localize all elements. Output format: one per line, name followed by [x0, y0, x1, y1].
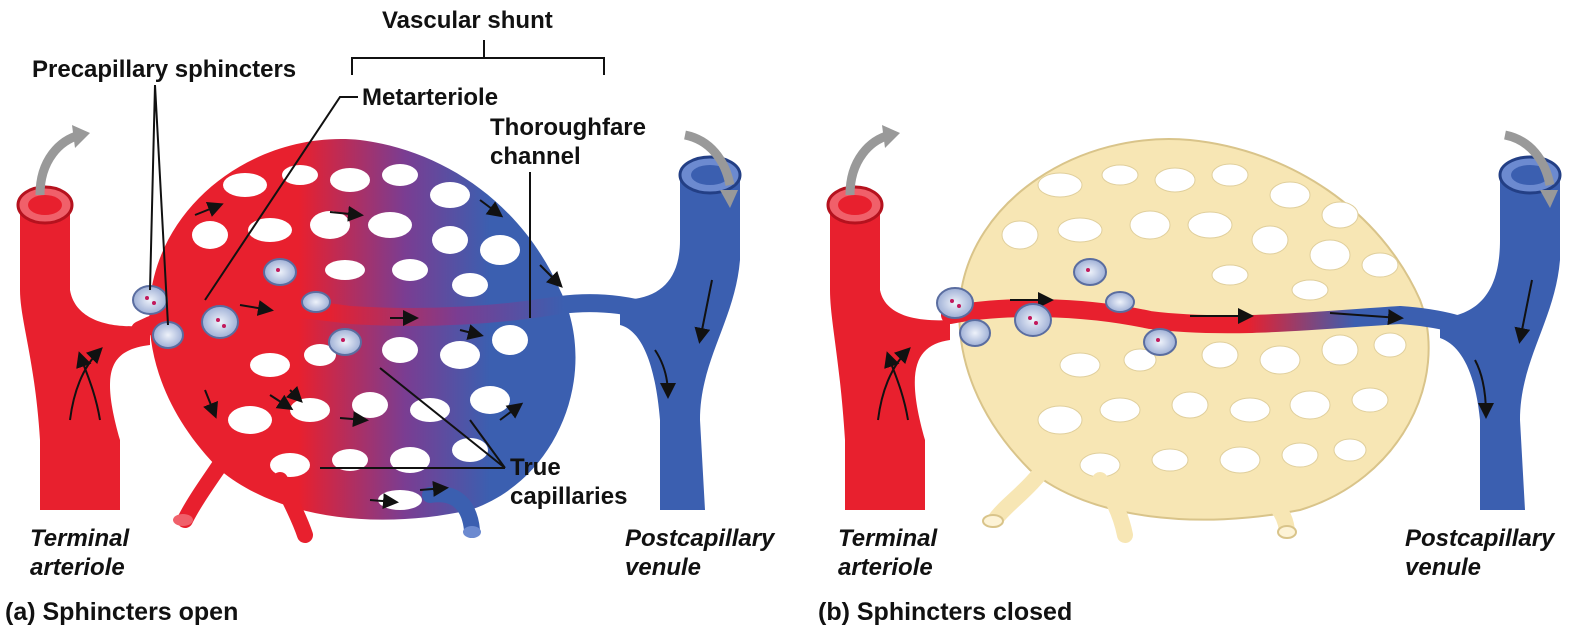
postcapillary-venule-b	[1440, 135, 1560, 510]
true-capillaries-label-line1: True	[510, 454, 561, 481]
panel-b-caption: (b) Sphincters closed	[818, 598, 1072, 626]
capillary-outflow-branch-a-1	[185, 450, 230, 520]
panel-b: Terminal arteriole Postcapillary venule …	[818, 125, 1560, 626]
terminal-arteriole-label-a-line1: Terminal	[30, 525, 130, 552]
terminal-arteriole-a	[18, 125, 150, 510]
panel-a: Vascular shunt Precapillary sphincters M…	[5, 7, 776, 626]
vascular-shunt-bracket	[352, 40, 604, 75]
terminal-arteriole-label-b-line2: arteriole	[838, 554, 933, 581]
terminal-arteriole-b	[828, 125, 950, 510]
postcapillary-venule-label-b-line1: Postcapillary	[1405, 525, 1556, 552]
precapillary-sphincters-label: Precapillary sphincters	[32, 56, 296, 83]
metarteriole-label: Metarteriole	[362, 84, 498, 111]
thoroughfare-label-line1: Thoroughfare	[490, 114, 646, 141]
thoroughfare-label-line2: channel	[490, 143, 581, 170]
vascular-shunt-label: Vascular shunt	[382, 7, 553, 34]
postcapillary-venule-label-b-line2: venule	[1405, 554, 1481, 581]
panel-a-caption: (a) Sphincters open	[5, 598, 238, 626]
postcapillary-venule-label-a-line1: Postcapillary	[625, 525, 776, 552]
capillary-network-b	[959, 139, 1428, 538]
terminal-arteriole-label-b-line1: Terminal	[838, 525, 938, 552]
postcapillary-venule-a	[620, 135, 740, 510]
terminal-arteriole-label-a-line2: arteriole	[30, 554, 125, 581]
true-capillaries-label-line2: capillaries	[510, 483, 627, 510]
postcapillary-venule-label-a-line2: venule	[625, 554, 701, 581]
